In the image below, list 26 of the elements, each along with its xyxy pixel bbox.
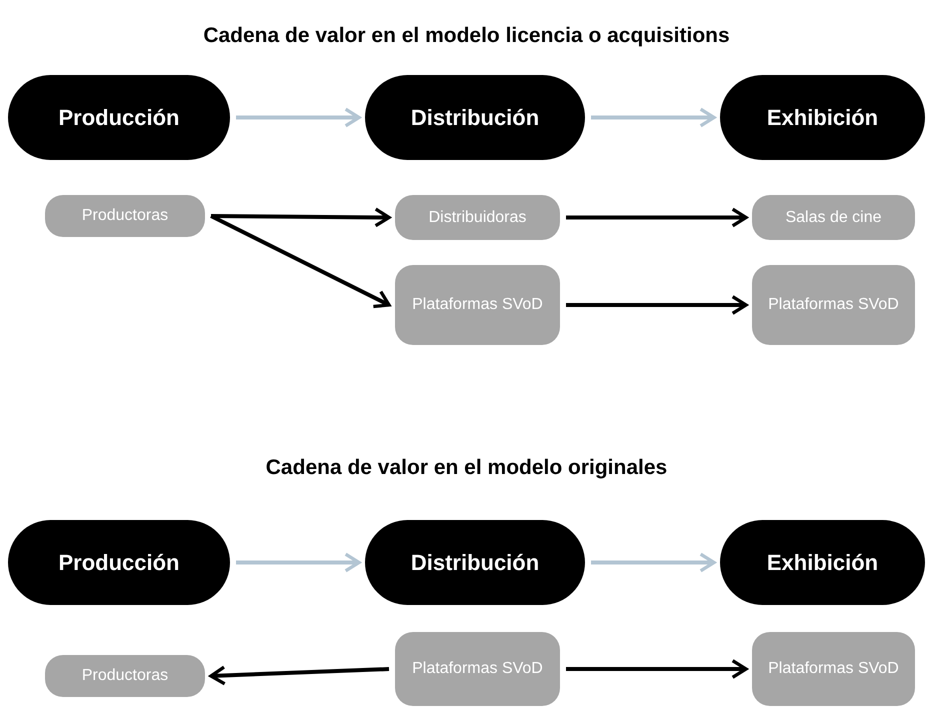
arrow	[236, 108, 361, 128]
arrow	[566, 208, 748, 228]
actor-pill: Plataformas SVoD	[752, 265, 915, 345]
arrow	[566, 295, 748, 315]
stage-pill: Producción	[8, 75, 230, 160]
actor-pill: Productoras	[45, 655, 205, 697]
arrow	[591, 552, 716, 572]
arrow	[210, 214, 391, 308]
actor-pill: Distribuidoras	[395, 195, 560, 240]
section-heading: Cadena de valor en el modelo licencia o acquisitions	[202, 23, 731, 49]
stage-pill: Exhibición	[720, 75, 925, 160]
actor-pill: Productoras	[45, 195, 205, 237]
stage-pill: Distribución	[365, 75, 585, 160]
actor-pill: Plataformas SVoD	[395, 632, 560, 706]
stage-pill: Producción	[8, 520, 230, 605]
stage-pill: Exhibición	[720, 520, 925, 605]
actor-pill: Salas de cine	[752, 195, 915, 240]
arrow	[236, 552, 361, 572]
actor-pill: Plataformas SVoD	[395, 265, 560, 345]
actor-pill: Plataformas SVoD	[752, 632, 915, 706]
section-heading: Cadena de valor en el modelo originales	[264, 455, 668, 481]
arrow	[210, 207, 391, 228]
arrow	[566, 659, 748, 679]
arrow	[209, 665, 390, 686]
arrow	[591, 108, 716, 128]
stage-pill: Distribución	[365, 520, 585, 605]
